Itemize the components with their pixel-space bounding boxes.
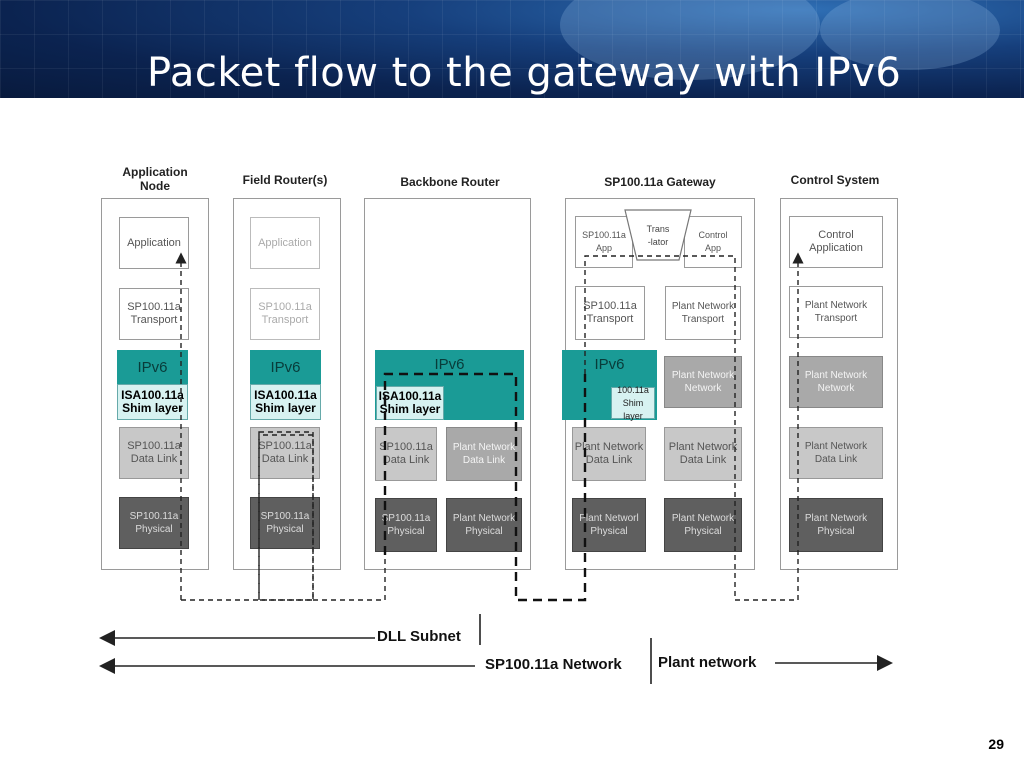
backbone-router-plant-data-link: Plant Network Data Link [446, 427, 522, 481]
column-title-control-system: Control System [790, 173, 880, 187]
sp100-network-label: SP100.11a Network [485, 656, 622, 673]
slide-title: Packet flow to the gateway with IPv6 [147, 50, 902, 96]
gateway-plant-transport: Plant Network Transport [665, 286, 741, 340]
plant-network-label: Plant network [658, 654, 757, 671]
ipv6-label: IPv6 [594, 356, 625, 373]
slide-header-banner: Packet flow to the gateway with IPv6 [0, 0, 1024, 98]
control-system-application: Control Application [789, 216, 883, 268]
dll-subnet-label: DLL Subnet [377, 628, 461, 645]
app-node-data-link: SP100.11a Data Link [119, 427, 189, 479]
gateway-translator: Trans -lator [646, 224, 670, 247]
field-router-ipv6: IPv6 [250, 350, 321, 384]
control-system-network: Plant Network Network [789, 356, 883, 408]
backbone-router-sp-physical: SP100.11a Physical [375, 498, 437, 552]
ipv6-label: IPv6 [270, 358, 301, 376]
gateway-plant-physical-right: Plant Network Physical [664, 498, 742, 552]
backbone-router-plant-physical: Plant Network Physical [446, 498, 522, 552]
gateway-plant-data-link-left: Plant Network Data Link [572, 427, 646, 481]
column-title-backbone-router: Backbone Router [400, 175, 500, 189]
app-node-application: Application [119, 217, 189, 269]
ipv6-label: IPv6 [434, 356, 465, 373]
gateway-plant-physical-left: Plant Networl Physical [572, 498, 646, 552]
app-node-ipv6: IPv6 [117, 350, 188, 384]
ipv6-label: IPv6 [137, 358, 168, 376]
control-system-transport: Plant Network Transport [789, 286, 883, 338]
field-router-shim-layer: ISA100.11a Shim layer [250, 384, 321, 420]
field-router-data-link: SP100.11a Data Link [250, 427, 320, 479]
control-system-physical: Plant Network Physical [789, 498, 883, 552]
gateway-shim-layer: 100.11a Shim layer [611, 385, 655, 421]
control-system-data-link: Plant Network Data Link [789, 427, 883, 479]
world-map-decoration [820, 0, 1000, 70]
column-title-application-node: Application Node [122, 165, 188, 193]
globe-grid-decoration [0, 0, 1024, 98]
gateway-control-app: Control App [684, 216, 742, 268]
column-title-gateway: SP100.11a Gateway [604, 175, 716, 189]
field-router-transport: SP100.11a Transport [250, 288, 320, 340]
field-router-application: Application [250, 217, 320, 269]
app-node-shim-layer: ISA100.11a Shim layer [117, 384, 188, 420]
app-node-transport: SP100.11a Transport [119, 288, 189, 340]
column-title-field-routers: Field Router(s) [242, 173, 328, 187]
backbone-router-sp-data-link: SP100.11a Data Link [375, 427, 437, 481]
gateway-plant-network: Plant Network Network [664, 356, 742, 408]
gateway-sp-app: SP100.11a App [575, 216, 633, 268]
page-number: 29 [988, 736, 1004, 752]
gateway-sp-transport: SP100.11a Transport [575, 286, 645, 340]
backbone-router-shim-layer: ISA100.11a Shim layer [376, 386, 444, 420]
protocol-stack-diagram: Application Node Field Router(s) Backbon… [95, 160, 905, 685]
app-node-physical: SP100.11a Physical [119, 497, 189, 549]
gateway-plant-data-link-right: Plant Network Data Link [664, 427, 742, 481]
field-router-physical: SP100.11a Physical [250, 497, 320, 549]
